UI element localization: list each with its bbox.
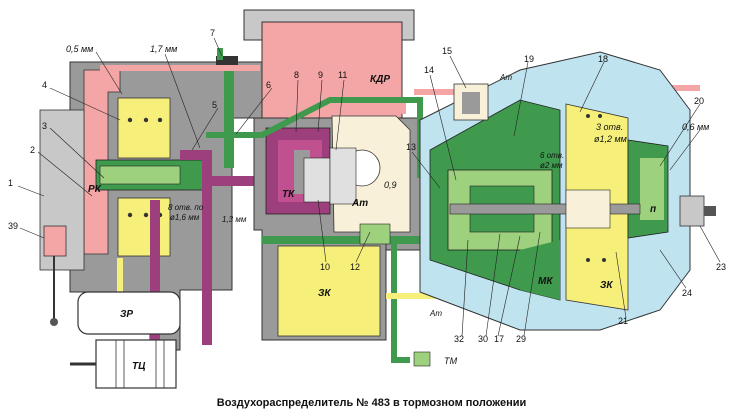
part-number-8: 8	[294, 70, 299, 80]
label-zk-right: ЗК	[600, 280, 613, 291]
label-tc: ТЦ	[132, 361, 146, 372]
label-mk: МК	[538, 276, 553, 287]
part-number-6: 6	[266, 80, 271, 90]
label-p: п	[650, 204, 656, 215]
part-number-20: 20	[694, 96, 704, 106]
label-at-bottom: Ат	[429, 309, 442, 318]
reservoir-zr	[77, 291, 181, 335]
label-gap-13: 1,3 мм	[222, 215, 247, 224]
part-number-32: 32	[454, 334, 464, 344]
label-tm: ТМ	[444, 356, 458, 366]
part-number-2: 2	[30, 145, 35, 155]
release-valve-39	[43, 225, 67, 326]
part-number-30: 30	[478, 334, 488, 344]
label-holes-left-d: ø1,6 мм	[170, 213, 200, 222]
label-gap-06: 0,6 мм	[682, 122, 709, 132]
part-number-18: 18	[598, 54, 608, 64]
part-number-39: 39	[8, 221, 18, 231]
label-zk-mid: ЗК	[318, 288, 331, 299]
brake-cylinder-tc	[70, 339, 177, 389]
part-number-11: 11	[338, 70, 347, 80]
label-gap-05: 0,5 мм	[66, 44, 93, 54]
part-number-29: 29	[516, 334, 526, 344]
part-number-5: 5	[212, 100, 217, 110]
part-number-labels: 1 2 3 4 5 6 7 8 9 10 11 12 13 14 15 17 1…	[8, 28, 726, 344]
tm-pipe	[413, 351, 431, 367]
label-gap-09: 0,9	[384, 180, 397, 190]
label-tk: ТК	[282, 189, 295, 200]
label-holes-mid-d: ø2 мм	[540, 161, 563, 170]
label-at-mid: Ат	[351, 198, 368, 209]
diagram-caption: Воздухораспределитель № 483 в тормозном …	[216, 397, 527, 409]
leader-lines	[17, 37, 721, 337]
part-number-7: 7	[210, 28, 215, 38]
part-number-17: 17	[494, 334, 504, 344]
label-at-top: Ат	[499, 73, 512, 82]
label-gap-17: 1,7 мм	[150, 44, 177, 54]
part-number-19: 19	[524, 54, 534, 64]
label-kdr: КДР	[370, 74, 390, 85]
diagram-text-labels: 0,5 мм 1,7 мм КДР Ат РК ТК Ат 8 отв. по …	[66, 44, 709, 372]
zk-lower-chamber	[261, 236, 442, 341]
part-number-21: 21	[618, 316, 628, 326]
label-holes-right-d: ø1,2 мм	[594, 134, 627, 144]
label-holes-right: 3 отв.	[596, 122, 623, 132]
part-number-14: 14	[424, 65, 434, 75]
central-block	[253, 115, 421, 251]
magistral-part	[359, 51, 716, 331]
part-number-4: 4	[42, 80, 47, 90]
kdr-chamber	[243, 9, 415, 123]
part-number-1: 1	[8, 178, 13, 188]
part-number-10: 10	[320, 262, 330, 272]
part-number-24: 24	[682, 288, 692, 298]
label-zr: ЗР	[120, 309, 133, 320]
label-holes-mid: 6 отв.	[540, 151, 564, 160]
part-number-12: 12	[350, 262, 360, 272]
part-number-13: 13	[406, 142, 416, 152]
part-number-3: 3	[42, 121, 47, 131]
part-number-23: 23	[716, 262, 726, 272]
part-number-15: 15	[442, 46, 452, 56]
label-rk: РК	[88, 184, 102, 195]
part-number-9: 9	[318, 70, 323, 80]
label-holes-left: 8 отв. по	[168, 203, 204, 212]
